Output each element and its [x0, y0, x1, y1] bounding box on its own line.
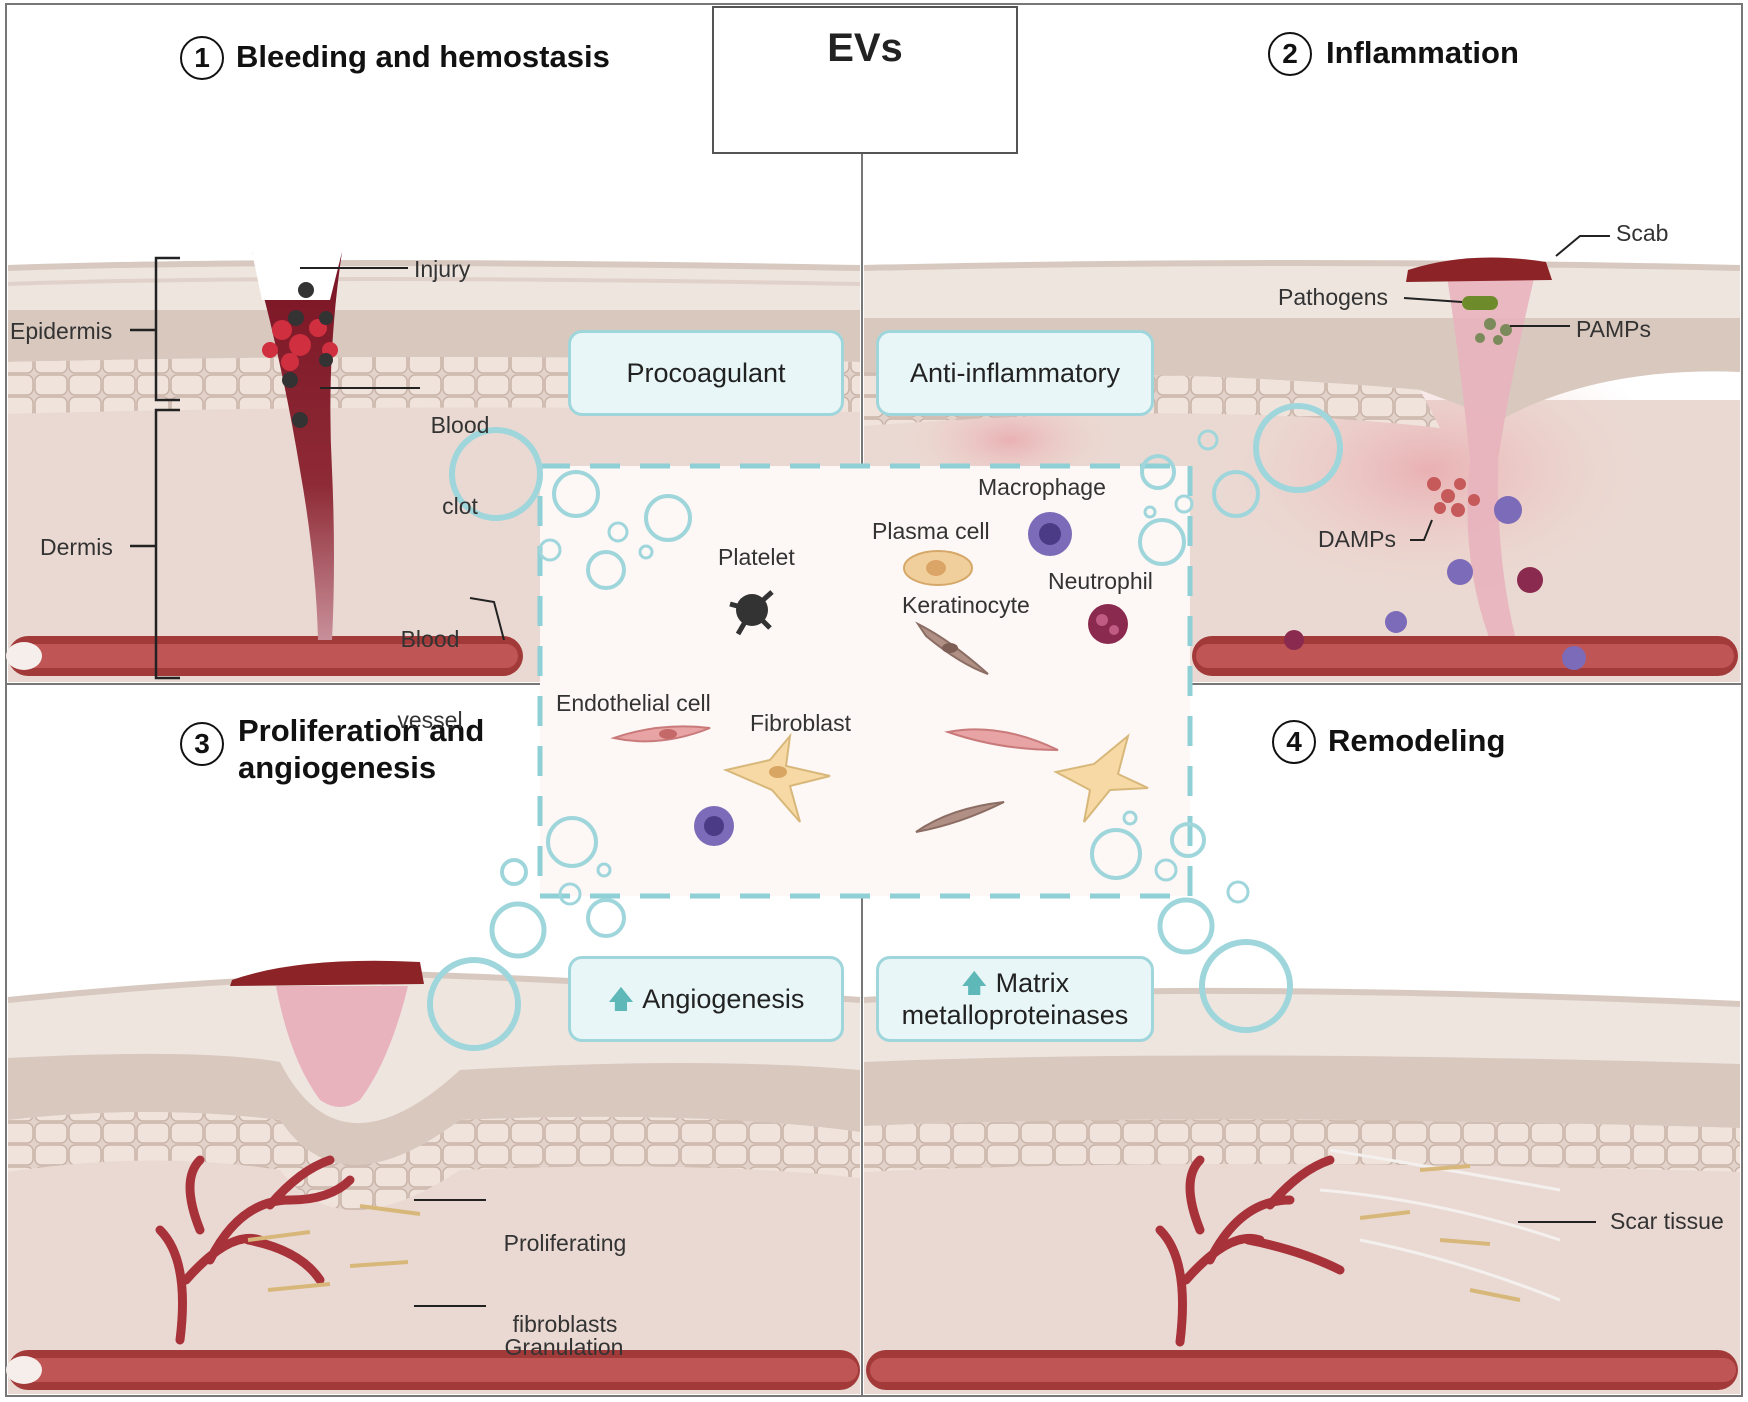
label-damps: DAMPs [1318, 526, 1396, 552]
label-blood-vessel-line1: Blood [400, 626, 460, 652]
label-epidermis: Epidermis [10, 318, 113, 344]
label-macrophage: Macrophage [978, 474, 1106, 500]
evs-title: EVs [827, 26, 903, 70]
keratinocyte-icon [915, 801, 1005, 833]
pill-procoagulant: Procoagulant [568, 330, 844, 416]
label-granulation-line1: Granulation [504, 1334, 624, 1360]
label-blood-vessel: Blood vessel [390, 572, 470, 761]
label-proliferating-line2: fibroblasts [512, 1311, 618, 1337]
pill-angiogenesis-label: Angiogenesis [642, 984, 805, 1014]
label-blood-clot-line1: Blood [430, 412, 490, 438]
label-fibroblast: Fibroblast [750, 710, 851, 736]
up-arrow-icon: 🡅 [607, 984, 635, 1014]
keratinocyte-icon [915, 621, 989, 675]
pill-anti-inflammatory: Anti-inflammatory [876, 330, 1154, 416]
label-neutrophil: Neutrophil [1048, 568, 1153, 594]
endothelial-cell-icon [944, 728, 1059, 751]
panel-3-title: Proliferation and angiogenesis [238, 712, 538, 786]
label-scar-tissue: Scar tissue [1610, 1208, 1724, 1234]
pill-angiogenesis: 🡅Angiogenesis [568, 956, 844, 1042]
neutrophil-icon [1088, 604, 1128, 644]
panel4-skin [863, 987, 1741, 1394]
panel-4-title: Remodeling [1328, 723, 1506, 758]
panel-4-number: 4 [1272, 720, 1316, 764]
endothelial-cell-icon [610, 725, 711, 743]
plasma-cell-icon [903, 550, 973, 586]
label-proliferating-line1: Proliferating [503, 1230, 627, 1256]
pill-matrix-metalloproteinases: 🡅Matrix metalloproteinases [876, 956, 1154, 1042]
panel-1-number: 1 [180, 36, 224, 80]
platelet-icon [729, 590, 774, 636]
label-platelet: Platelet [718, 544, 795, 570]
label-endothelial-cell: Endothelial cell [556, 690, 711, 716]
label-pathogens: Pathogens [1278, 284, 1388, 310]
label-pamps: PAMPs [1576, 316, 1651, 342]
label-plasma-cell: Plasma cell [872, 518, 990, 544]
evs-box: EVs [712, 6, 1018, 154]
center-cell-region [537, 463, 1193, 899]
panel-2-title: Inflammation [1326, 35, 1519, 70]
pill-mmp-line2: metalloproteinases [901, 1000, 1129, 1030]
label-scab: Scab [1616, 220, 1669, 246]
label-proliferating-fibroblasts: Proliferating fibroblasts [490, 1176, 640, 1365]
label-injury: Injury [414, 256, 471, 282]
fibroblast-icon [1053, 733, 1149, 823]
macrophage-icon [1028, 512, 1072, 556]
panel-2-number: 2 [1268, 32, 1312, 76]
panel-3-number: 3 [180, 722, 224, 766]
panel-3-title-line2: angiogenesis [238, 750, 437, 785]
panel-1-title: Bleeding and hemostasis [236, 39, 610, 74]
label-granulation-tissue: Granulation tissue [494, 1280, 634, 1402]
up-arrow-icon: 🡅 [960, 968, 988, 998]
label-dermis: Dermis [40, 534, 113, 560]
pill-mmp-line1: Matrix [995, 968, 1070, 998]
panel-3-title-line1: Proliferation and [238, 713, 485, 748]
label-keratinocyte: Keratinocyte [902, 592, 1030, 618]
label-blood-clot-line2: clot [442, 493, 478, 519]
label-blood-vessel-line2: vessel [397, 707, 463, 733]
label-blood-clot: Blood clot [420, 358, 500, 547]
fibroblast-icon [722, 732, 831, 823]
